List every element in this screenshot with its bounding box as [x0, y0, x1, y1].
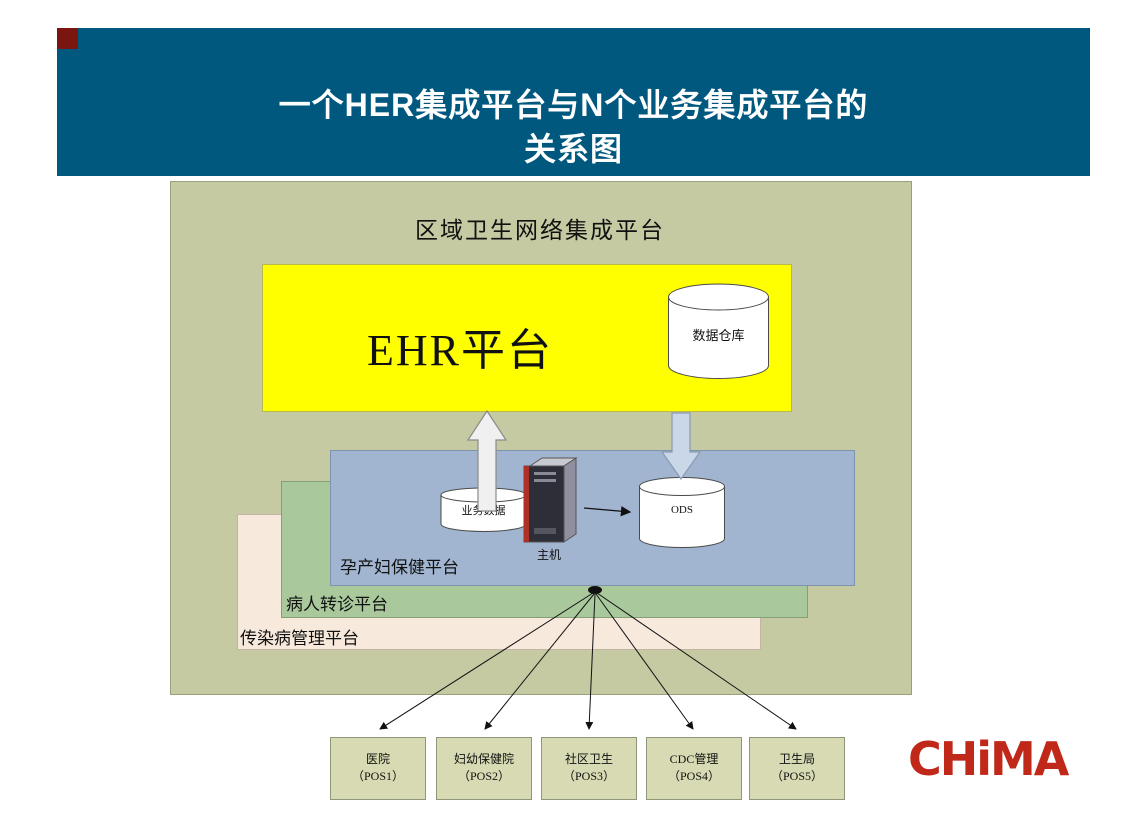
host-server-icon	[518, 456, 580, 548]
pos-box-health-bureau: 卫生局 （POS5）	[749, 737, 845, 800]
chima-logo: CHiMA	[908, 732, 1069, 786]
pos-box-id: （POS1）	[351, 769, 404, 783]
pos-box-id: （POS3）	[562, 769, 615, 783]
infectious-platform-label: 传染病管理平台	[240, 629, 359, 648]
maternal-platform-label: 孕产妇保健平台	[340, 558, 459, 577]
slide-title-line2: 关系图	[523, 131, 623, 167]
pos-box-id: （POS2）	[457, 769, 510, 783]
ods-label: ODS	[670, 504, 693, 516]
pos-box-name: 社区卫生	[564, 752, 613, 766]
pos-box-id: （POS5）	[770, 769, 823, 783]
pos-box-hospital: 医院 （POS1）	[330, 737, 426, 800]
data-warehouse-cylinder: 数据仓库	[666, 283, 771, 380]
regional-platform-label: 区域卫生网络集成平台	[415, 218, 665, 243]
cylinder-shape	[668, 283, 769, 379]
cylinder-shape	[639, 477, 725, 548]
slide-title-line1: 一个HER集成平台与N个业务集成平台的	[278, 87, 869, 123]
ehr-platform-label: EHR平台	[367, 326, 553, 375]
business-data-cylinder: 业务数据	[440, 487, 527, 533]
business-data-label: 业务数据	[461, 505, 506, 517]
host-label: 主机	[536, 548, 561, 562]
pos-box-name: 卫生局	[778, 752, 815, 766]
ods-cylinder: ODS	[638, 477, 726, 549]
data-warehouse-label: 数据仓库	[692, 328, 745, 343]
pos-box-maternal-hospital: 妇幼保健院 （POS2）	[436, 737, 532, 800]
server-tower-shape	[523, 457, 578, 543]
pos-box-cdc: CDC管理 （POS4）	[646, 737, 742, 800]
referral-platform-label: 病人转诊平台	[286, 595, 388, 614]
pos-box-name: 妇幼保健院	[453, 752, 514, 766]
slide-title: 一个HER集成平台与N个业务集成平台的 关系图	[57, 83, 1090, 171]
title-banner: 一个HER集成平台与N个业务集成平台的 关系图	[57, 28, 1090, 176]
corner-accent-square	[57, 28, 78, 49]
pos-box-name: CDC管理	[669, 752, 719, 766]
pos-box-community-health: 社区卫生 （POS3）	[541, 737, 637, 800]
maternal-health-platform-layer	[330, 450, 855, 586]
pos-box-name: 医院	[365, 752, 390, 766]
pos-box-id: （POS4）	[667, 769, 720, 783]
